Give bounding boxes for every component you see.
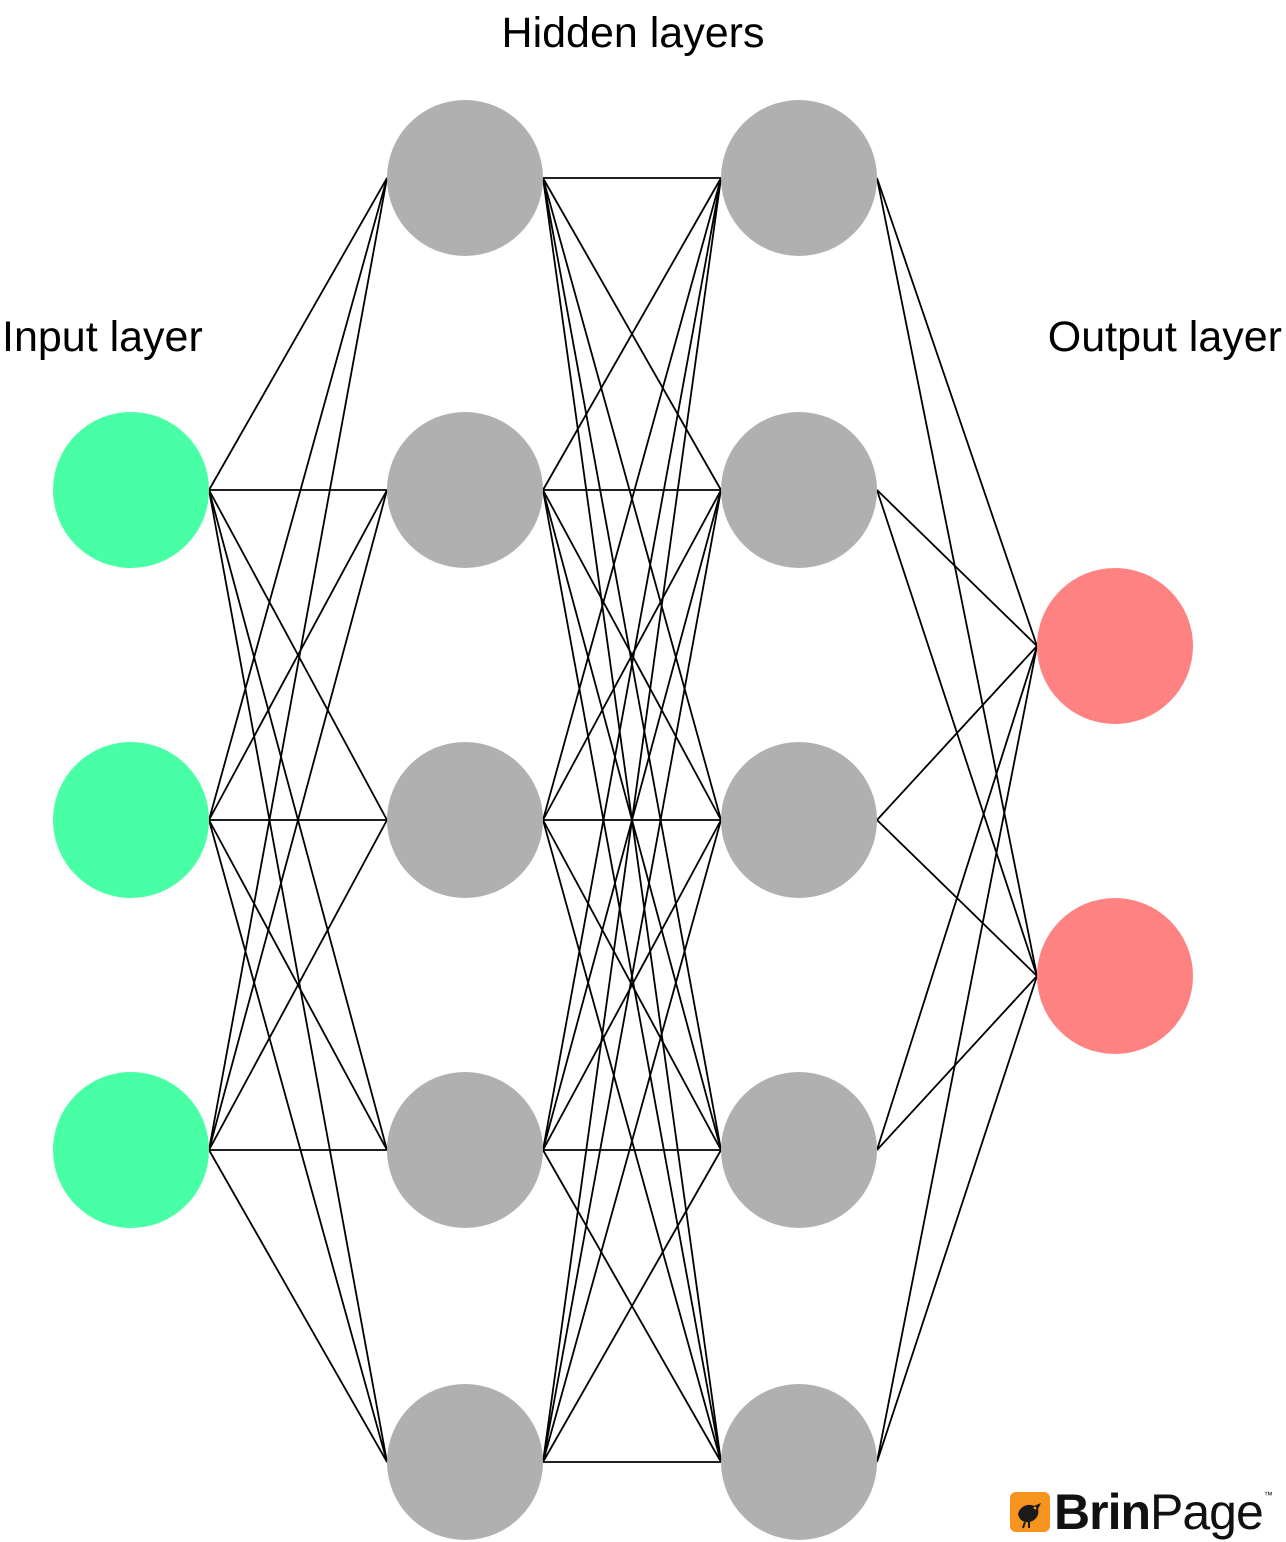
brand-name-bold: Brin [1054, 1484, 1151, 1540]
connection-input-3-to-hidden-1-5 [208, 1149, 388, 1463]
output-layer-label: Output layer [1047, 313, 1282, 361]
hidden-1-neuron-4 [387, 1072, 543, 1228]
bird-icon [1010, 1492, 1050, 1532]
connection-hidden-1-3-to-hidden-2-2 [542, 489, 722, 821]
connection-hidden-1-2-to-hidden-2-1 [542, 177, 722, 491]
input-neuron-1 [53, 412, 209, 568]
connection-hidden-1-5-to-hidden-2-3 [542, 819, 722, 1463]
hidden-1-neuron-1 [387, 100, 543, 256]
connection-input-3-to-hidden-1-3 [208, 819, 388, 1151]
hidden-2-neuron-1 [721, 100, 877, 256]
connections [208, 177, 1038, 1463]
brand-logo: Brin Page ™ [1010, 1484, 1273, 1540]
hidden-1-neuron-2 [387, 412, 543, 568]
connection-input-2-to-hidden-1-1 [208, 177, 388, 821]
input-layer-label: Input layer [2, 313, 203, 361]
hidden-2-neuron-5 [721, 1384, 877, 1540]
connection-hidden-2-5-to-output-2 [876, 975, 1038, 1463]
trademark-symbol: ™ [1263, 1490, 1273, 1500]
connection-input-3-to-hidden-1-1 [208, 177, 388, 1151]
connection-hidden-2-3-to-output-1 [876, 645, 1038, 821]
connection-hidden-1-5-to-hidden-2-2 [542, 489, 722, 1463]
connection-hidden-1-4-to-hidden-2-3 [542, 819, 722, 1151]
hidden-2-neuron-4 [721, 1072, 877, 1228]
hidden-1-neuron-3 [387, 742, 543, 898]
connection-hidden-1-4-to-hidden-2-1 [542, 177, 722, 1151]
output-neuron-2 [1037, 898, 1193, 1054]
brand-name-regular: Page [1150, 1484, 1264, 1540]
input-neuron-3 [53, 1072, 209, 1228]
connection-hidden-1-3-to-hidden-2-1 [542, 177, 722, 821]
hidden-layers-label: Hidden layers [501, 9, 765, 57]
connection-hidden-1-5-to-hidden-2-4 [542, 1149, 722, 1463]
connection-hidden-2-5-to-output-1 [876, 645, 1038, 1463]
neurons [53, 100, 1193, 1540]
connection-input-2-to-hidden-1-2 [208, 489, 388, 821]
connection-input-1-to-hidden-1-5 [208, 489, 388, 1463]
connection-hidden-2-1-to-output-1 [876, 177, 1038, 647]
connection-hidden-2-2-to-output-1 [876, 489, 1038, 647]
connection-input-1-to-hidden-1-1 [208, 177, 388, 491]
connection-hidden-2-4-to-output-2 [876, 975, 1038, 1151]
output-neuron-1 [1037, 568, 1193, 724]
hidden-2-neuron-2 [721, 412, 877, 568]
connection-hidden-1-5-to-hidden-2-1 [542, 177, 722, 1463]
hidden-1-neuron-5 [387, 1384, 543, 1540]
connection-input-2-to-hidden-1-5 [208, 819, 388, 1463]
connection-input-3-to-hidden-1-2 [208, 489, 388, 1151]
connection-hidden-2-4-to-output-1 [876, 645, 1038, 1151]
connection-hidden-2-1-to-output-2 [876, 177, 1038, 977]
hidden-2-neuron-3 [721, 742, 877, 898]
input-neuron-2 [53, 742, 209, 898]
